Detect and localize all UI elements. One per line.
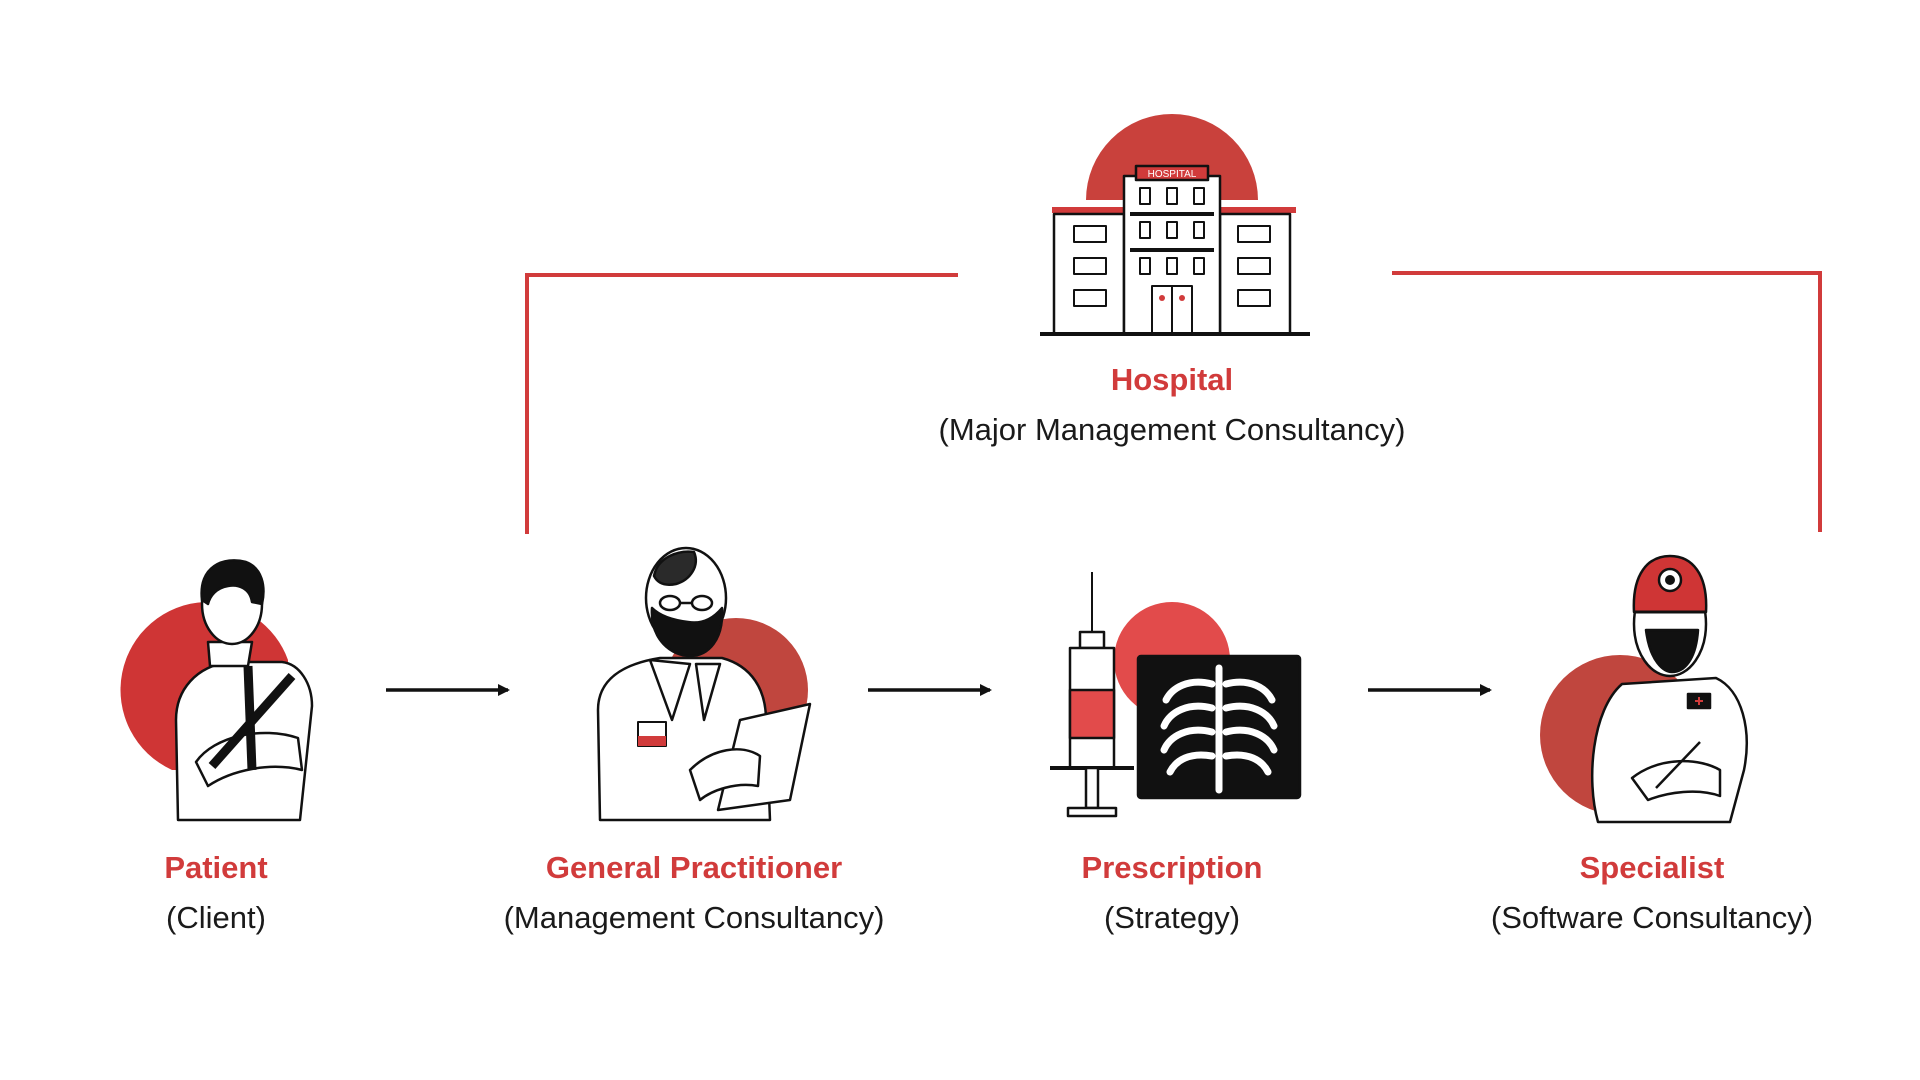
node-patient-subtitle: (Client) xyxy=(166,900,266,935)
surgeon-specialist-icon xyxy=(1540,554,1748,824)
hospital-connector-lines xyxy=(525,271,1822,534)
node-specialist-subtitle: (Software Consultancy) xyxy=(1490,900,1814,935)
hospital-title: Hospital xyxy=(1110,362,1234,397)
node-prescription-title: Prescription xyxy=(1081,850,1263,885)
node-gp-title: General Practitioner xyxy=(545,850,843,885)
connector-left xyxy=(525,273,958,534)
hospital-building-icon: HOSPITAL xyxy=(1040,114,1310,336)
doctor-with-clipboard-icon xyxy=(596,546,812,822)
node-specialist-title: Specialist xyxy=(1579,850,1725,885)
syringe-and-xray-icon xyxy=(1050,572,1302,818)
node-gp-subtitle: (Management Consultancy) xyxy=(503,900,885,935)
hospital-subtitle: (Major Management Consultancy) xyxy=(938,412,1406,447)
connector-right xyxy=(1392,271,1822,532)
node-patient-title: Patient xyxy=(164,850,268,885)
patient-with-sling-icon xyxy=(120,559,314,822)
node-prescription-subtitle: (Strategy) xyxy=(1103,900,1241,935)
hospital-sign-text: HOSPITAL xyxy=(1148,169,1197,180)
